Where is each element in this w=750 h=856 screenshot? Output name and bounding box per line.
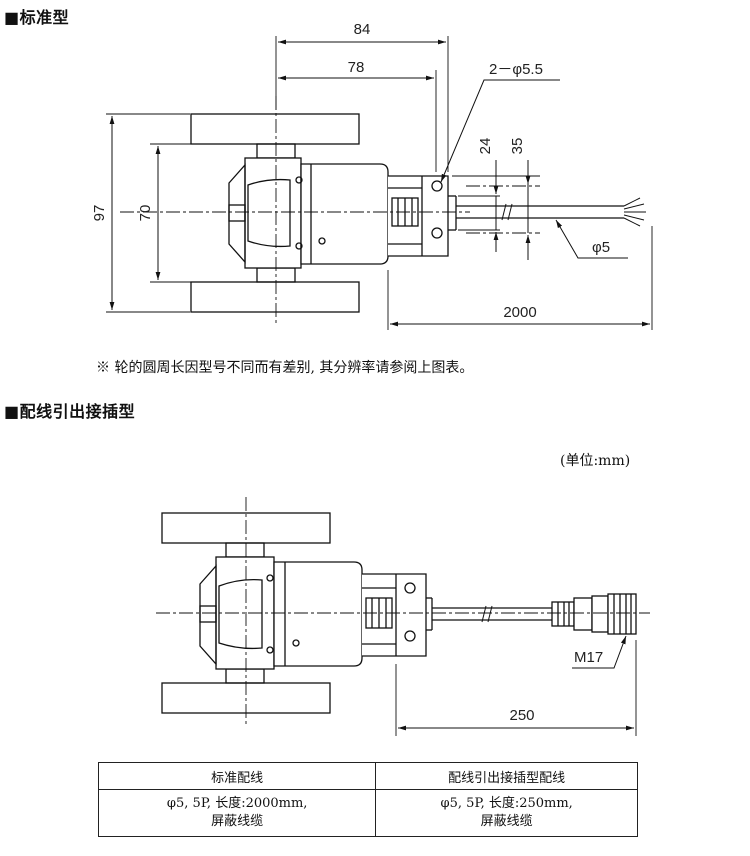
dim-78: 78 xyxy=(348,59,365,76)
dim-35: 35 xyxy=(509,138,526,155)
table-row: φ5, 5P, 长度:2000mm, 屏蔽线缆 φ5, 5P, 长度:250mm… xyxy=(97,789,638,837)
cell-line: φ5, 5P, 长度:2000mm, xyxy=(166,796,308,811)
section-title-standard: ■标准型 xyxy=(4,8,70,27)
dim-97: 97 xyxy=(91,205,108,222)
table-header-row: 标准配线 配线引出接插型配线 xyxy=(97,762,638,790)
wiring-spec-table: 标准配线 配线引出接插型配线 φ5, 5P, 长度:2000mm, 屏蔽线缆 φ… xyxy=(97,762,638,837)
cell-connector: φ5, 5P, 长度:250mm, 屏蔽线缆 xyxy=(375,789,638,837)
encoder-body xyxy=(300,163,389,265)
flange-plate xyxy=(244,157,302,269)
dim-250: 250 xyxy=(509,707,534,724)
wheel-top xyxy=(190,113,360,145)
dim-70: 70 xyxy=(137,205,154,222)
cell-standard: φ5, 5P, 长度:2000mm, 屏蔽线缆 xyxy=(97,789,377,837)
dim-m17: M17 xyxy=(574,649,603,666)
unit-label: (单位:mm) xyxy=(560,453,631,469)
standard-type-drawing xyxy=(106,36,653,330)
encoder-body xyxy=(273,561,363,667)
header-standard: 标准配线 xyxy=(97,762,377,790)
dim-84: 84 xyxy=(354,21,371,38)
cell-line: 屏蔽线缆 xyxy=(211,814,264,829)
cell-line: 屏蔽线缆 xyxy=(480,814,533,829)
header-connector: 配线引出接插型配线 xyxy=(375,762,638,790)
connector-type-drawing xyxy=(156,497,650,736)
dim-hole: 2－φ5.5 xyxy=(489,61,543,78)
m17-connector-nut xyxy=(607,593,637,635)
dim-2000: 2000 xyxy=(503,304,536,321)
dim-24: 24 xyxy=(477,138,494,155)
wheel-bottom xyxy=(190,281,360,313)
resolution-note: ※ 轮的圆周长因型号不同而有差别, 其分辨率请参阅上图表。 xyxy=(96,360,474,376)
cell-line: φ5, 5P, 长度:250mm, xyxy=(440,796,573,811)
dim-cable: φ5 xyxy=(592,239,610,256)
section-title-connector: ■配线引出接插型 xyxy=(4,402,136,421)
